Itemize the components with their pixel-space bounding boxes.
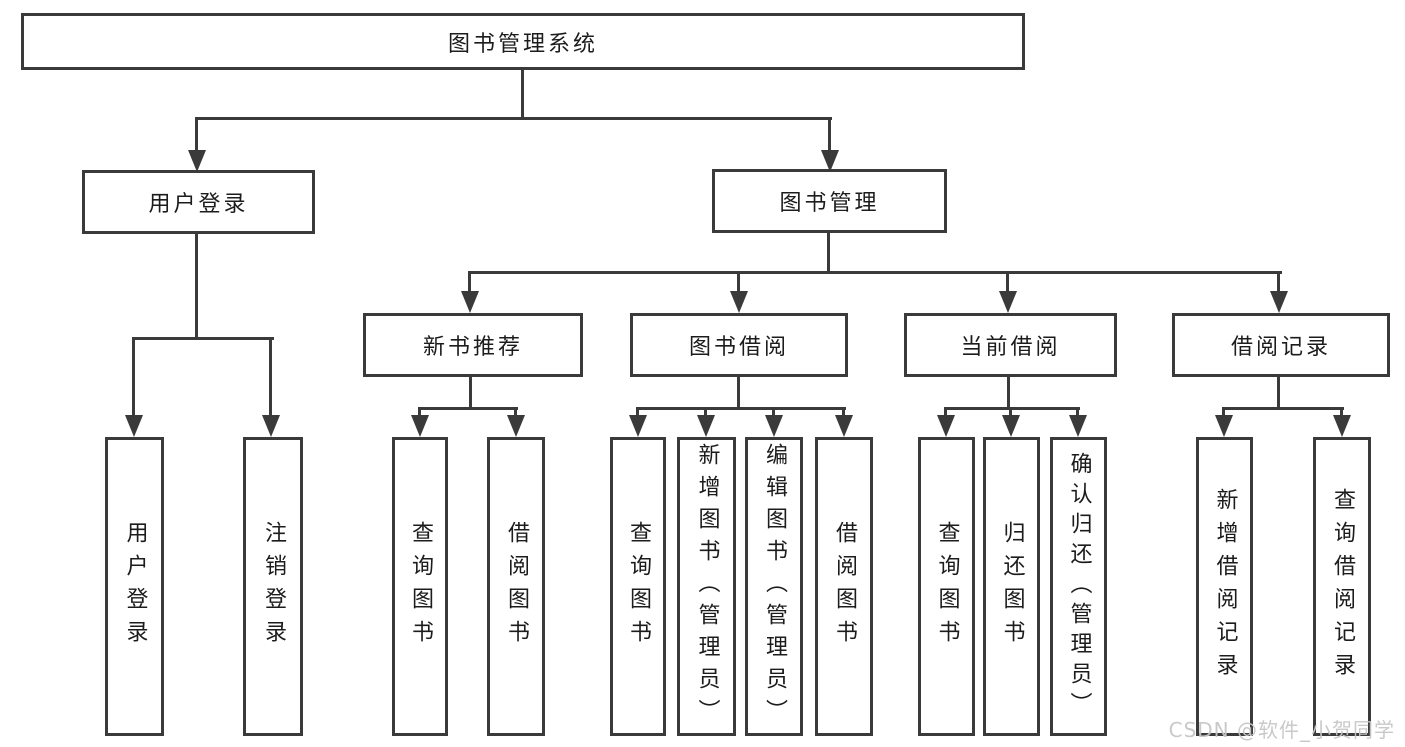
arrow-down-icon	[765, 415, 783, 437]
connector-line	[195, 234, 198, 339]
node-borrow-record: 借阅记录	[1172, 313, 1390, 377]
connector-line	[521, 70, 524, 119]
arrow-down-icon	[629, 415, 647, 437]
arrow-down-icon	[1002, 415, 1020, 437]
connector-line	[195, 117, 832, 120]
connector-line	[132, 337, 135, 417]
leaf-br-query-record: 查询借阅记录	[1313, 437, 1371, 736]
connector-line	[132, 337, 274, 340]
leaf-bb-query-book: 查询图书	[610, 437, 666, 736]
arrow-down-icon	[461, 291, 479, 313]
arrow-down-icon	[262, 415, 280, 437]
arrow-down-icon	[1270, 291, 1288, 313]
connector-line	[1222, 407, 1225, 417]
arrow-down-icon	[821, 150, 839, 172]
connector-line	[827, 233, 830, 274]
watermark: CSDN @软件_小贺同学	[1168, 718, 1395, 742]
connector-line	[737, 377, 740, 410]
node-current-borrow: 当前借阅	[904, 313, 1117, 377]
arrow-down-icon	[937, 415, 955, 437]
connector-line	[514, 407, 517, 417]
node-root: 图书管理系统	[21, 13, 1025, 70]
node-book-management: 图书管理	[712, 169, 947, 233]
arrow-down-icon	[999, 291, 1017, 313]
arrow-down-icon	[188, 150, 206, 172]
connector-line	[1222, 407, 1344, 410]
arrow-down-icon	[1333, 415, 1351, 437]
node-user-login: 用户登录	[82, 170, 315, 234]
connector-line	[704, 407, 707, 417]
connector-line	[418, 407, 518, 410]
leaf-bb-borrow-book: 借阅图书	[815, 437, 873, 736]
leaf-nbr-query-book: 查询图书	[392, 437, 448, 736]
arrow-down-icon	[835, 415, 853, 437]
node-book-borrow: 图书借阅	[630, 313, 848, 377]
leaf-br-add-record: 新增借阅记录	[1196, 437, 1253, 736]
connector-line	[944, 407, 1080, 410]
leaf-bb-add-book-admin: 新增图书（管理员）	[677, 437, 736, 736]
connector-line	[1006, 271, 1009, 293]
connector-line	[944, 407, 947, 417]
connector-line	[636, 407, 846, 410]
leaf-user-login: 用户登录	[105, 437, 164, 736]
connector-line	[772, 407, 775, 417]
arrow-down-icon	[730, 291, 748, 313]
connector-line	[842, 407, 845, 417]
leaf-nbr-borrow-book: 借阅图书	[487, 437, 545, 736]
leaf-cb-query-book: 查询图书	[918, 437, 975, 736]
connector-line	[1277, 377, 1280, 410]
connector-line	[195, 117, 198, 154]
leaf-bb-edit-book-admin: 编辑图书（管理员）	[745, 437, 803, 736]
connector-line	[468, 271, 471, 293]
leaf-logout: 注销登录	[243, 437, 303, 736]
arrow-down-icon	[125, 415, 143, 437]
leaf-cb-return-book: 归还图书	[983, 437, 1040, 736]
connector-line	[418, 407, 421, 417]
arrow-down-icon	[1215, 415, 1233, 437]
connector-line	[1340, 407, 1343, 417]
connector-line	[1009, 407, 1012, 417]
connector-line	[737, 271, 740, 293]
connector-line	[1076, 407, 1079, 417]
connector-line	[828, 117, 831, 154]
connector-line	[1277, 271, 1280, 293]
arrow-down-icon	[697, 415, 715, 437]
connector-line	[1007, 377, 1010, 410]
connector-line	[469, 377, 472, 410]
connector-line	[468, 271, 1282, 274]
leaf-cb-confirm-return-admin: 确认归还（管理员）	[1050, 437, 1107, 736]
connector-line	[269, 337, 272, 417]
node-new-book-recommend: 新书推荐	[363, 313, 583, 377]
connector-line	[636, 407, 639, 417]
arrow-down-icon	[1069, 415, 1087, 437]
arrow-down-icon	[411, 415, 429, 437]
arrow-down-icon	[507, 415, 525, 437]
